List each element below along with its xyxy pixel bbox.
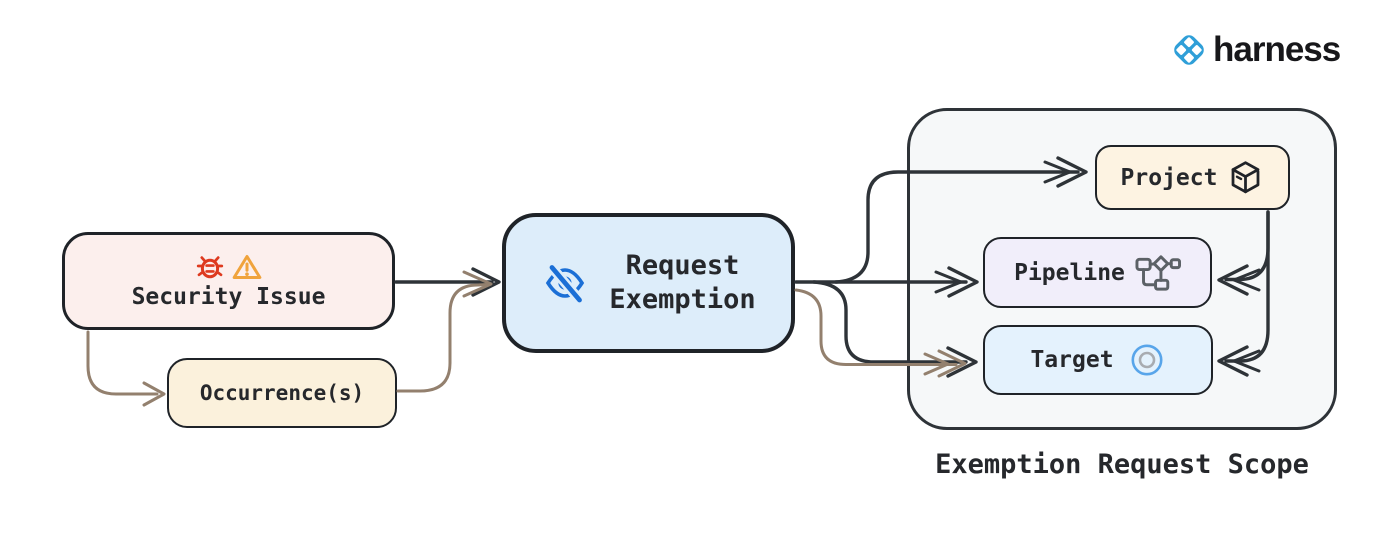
eye-off-icon bbox=[546, 262, 585, 305]
edge-occurrences-to-exemption bbox=[396, 270, 493, 393]
request-exemption-label: Request Exemption bbox=[609, 249, 755, 317]
project-label: Project bbox=[1120, 164, 1218, 191]
target-label: Target bbox=[1030, 347, 1114, 373]
request-exemption-line1: Request bbox=[625, 250, 740, 282]
bug-icon bbox=[196, 255, 224, 278]
target-circles-icon bbox=[1131, 344, 1163, 376]
harness-logo-icon bbox=[1174, 35, 1204, 65]
security-issue-icons bbox=[195, 253, 262, 281]
brand-logo: harness bbox=[1168, 29, 1341, 71]
edge-security-to-exemption bbox=[394, 267, 501, 297]
security-issue-label: Security Issue bbox=[131, 283, 326, 310]
request-exemption-line2: Exemption bbox=[609, 284, 756, 315]
brand-wordmark: harness bbox=[1213, 30, 1341, 69]
node-target: Target bbox=[983, 325, 1213, 395]
node-request-exemption: Request Exemption bbox=[502, 213, 795, 353]
node-project: Project bbox=[1095, 145, 1290, 210]
pipeline-graph-icon bbox=[1135, 255, 1181, 291]
node-security-issue: Security Issue bbox=[62, 232, 395, 330]
node-occurrences: Occurrence(s) bbox=[167, 358, 397, 428]
occurrences-label: Occurrence(s) bbox=[199, 381, 365, 405]
package-cube-icon bbox=[1232, 161, 1260, 194]
pipeline-label: Pipeline bbox=[1014, 259, 1125, 286]
warning-icon bbox=[232, 254, 262, 279]
node-pipeline: Pipeline bbox=[983, 237, 1212, 308]
edge-security-to-occurrences bbox=[86, 330, 166, 407]
scope-title: Exemption Request Scope bbox=[935, 449, 1309, 480]
